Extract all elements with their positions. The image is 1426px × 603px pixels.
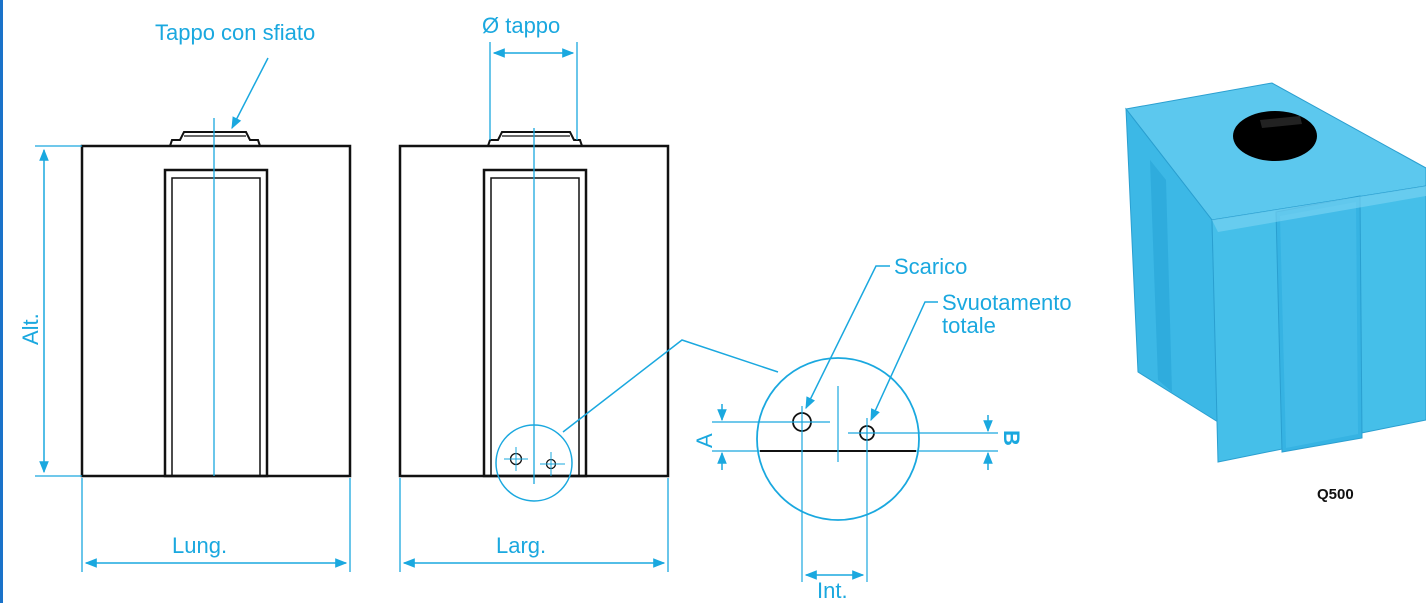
height-label: Alt. [18,313,43,345]
detail-callout-circle-small [495,424,573,502]
vent-cap-leader [231,57,269,130]
front-recess [163,168,269,478]
full-drain-label-line1: Svuotamento [942,290,1072,315]
cap-diameter-label: Ø tappo [482,13,560,38]
side-recess [482,168,588,478]
front-cap-icon [169,131,261,147]
page-left-border [0,0,3,603]
detail-callout-circle-large [756,357,920,521]
width-label: Larg. [496,533,546,558]
dimension-b-label: B [999,430,1024,446]
interaxis-label: Int. [817,578,848,603]
front-tank-body [80,144,352,478]
full-drain-leader [870,301,938,422]
tank-3d-illustration: Q500 [1125,82,1426,503]
full-drain-label-line2: totale [942,313,996,338]
drain-label: Scarico [894,254,967,279]
vent-cap-label: Tappo con sfiato [155,20,315,45]
front-view: Tappo con sfiato Alt. Lung. [18,20,352,572]
product-model-label: Q500 [1317,486,1354,503]
drain-leader [805,265,890,410]
length-label: Lung. [172,533,227,558]
side-cap-icon [487,131,583,147]
side-view: Ø tappo Larg. [398,13,670,572]
detail-leader-line [562,339,779,433]
dimension-a-label: A [692,433,717,448]
outlet-detail-view: A B Int. Scarico Svuotamento totale [692,254,1072,603]
